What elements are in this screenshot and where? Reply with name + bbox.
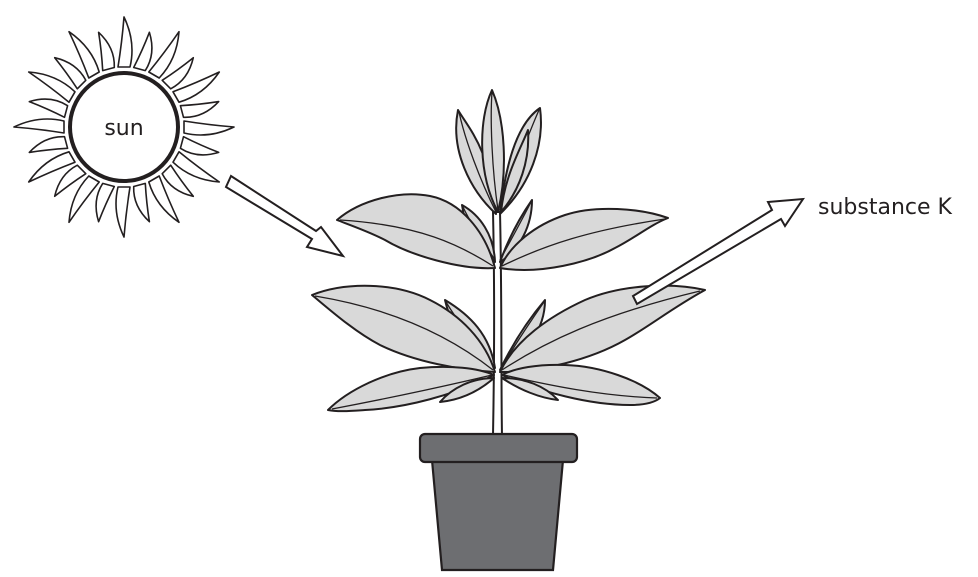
sun-ray [134,32,152,70]
plant-stem [493,212,502,436]
sun-ray [118,17,132,67]
sun-icon: sun [14,17,234,237]
sun-ray [134,183,150,221]
sun-ray [99,32,115,70]
sun-ray [184,121,234,135]
plant-pot [420,434,577,570]
sun-ray [14,119,64,133]
leaf [312,286,495,372]
sun-ray [116,187,130,237]
pot-rim [420,434,577,462]
plant-illustration [312,90,705,436]
sun-ray [29,137,67,153]
leaf [501,130,528,212]
sun-ray [180,102,218,118]
sun-label: sun [104,116,143,141]
sun-ray [96,183,114,221]
sun-ray [29,99,67,117]
sunlight-arrow [226,176,343,256]
sun-ray [180,137,218,155]
substance-k-label: substance K [818,195,953,220]
pot-body [432,460,563,570]
